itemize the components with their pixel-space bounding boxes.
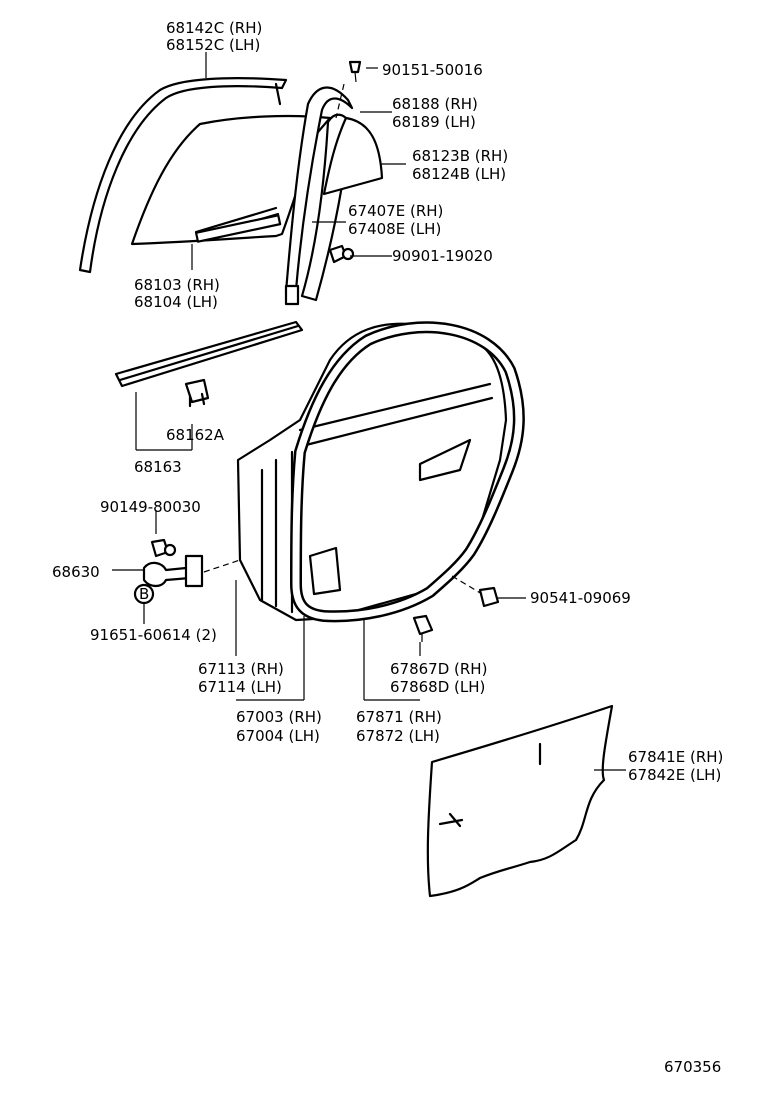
- glass-run-channel-part: [78, 77, 288, 274]
- label-68152c: 68152C (LH): [166, 36, 260, 54]
- bolt-90901-icon: [328, 244, 355, 264]
- belt-moulding-part: [114, 320, 304, 388]
- label-90149: 90149-80030: [100, 498, 201, 516]
- label-67114: 67114 (LH): [198, 678, 282, 696]
- label-90151: 90151-50016: [382, 61, 483, 79]
- label-90541: 90541-09069: [530, 589, 631, 607]
- label-91651: 91651-60614 (2): [90, 626, 217, 644]
- clip-68162a-icon: [184, 378, 210, 408]
- door-weatherstrip-part: [290, 321, 525, 623]
- bolt-90149-icon: [150, 538, 177, 558]
- screw-90151-icon: [348, 60, 362, 83]
- label-68630: 68630: [52, 563, 100, 581]
- leader-lines: [112, 52, 626, 771]
- label-67113: 67113 (RH): [198, 660, 284, 678]
- label-67872: 67872 (LH): [356, 727, 440, 745]
- service-hole-cover-part: [426, 704, 614, 898]
- label-67868d: 67868D (LH): [390, 678, 485, 696]
- door-panel-part: [236, 322, 508, 622]
- label-68123b: 68123B (RH): [412, 147, 508, 165]
- label-68124b: 68124B (LH): [412, 165, 506, 183]
- label-67004: 67004 (LH): [236, 727, 320, 745]
- label-67408e: 67408E (LH): [348, 220, 441, 238]
- assembly-guide-lines: [203, 83, 483, 595]
- b-mark-label: B: [139, 585, 149, 603]
- label-68188: 68188 (RH): [392, 95, 478, 113]
- b-mark-icon: B: [133, 583, 155, 605]
- label-68162a: 68162A: [166, 426, 225, 444]
- figure-number: 670356: [664, 1058, 721, 1076]
- door-check-part: [142, 554, 204, 588]
- label-67867d: 67867D (RH): [390, 660, 487, 678]
- quarter-glass-part: [322, 116, 384, 196]
- label-68142c: 68142C (RH): [166, 19, 262, 37]
- label-68163: 68163: [134, 458, 182, 476]
- label-67407e: 67407E (RH): [348, 202, 443, 220]
- label-67841e: 67841E (RH): [628, 748, 723, 766]
- label-68189: 68189 (LH): [392, 113, 476, 131]
- label-68104: 68104 (LH): [134, 293, 218, 311]
- label-68103: 68103 (RH): [134, 276, 220, 294]
- label-90901: 90901-19020: [392, 247, 493, 265]
- label-67003: 67003 (RH): [236, 708, 322, 726]
- label-67842e: 67842E (LH): [628, 766, 721, 784]
- clip-90541-icon: [478, 586, 500, 608]
- label-67871: 67871 (RH): [356, 708, 442, 726]
- clip-67867d-icon: [412, 614, 434, 642]
